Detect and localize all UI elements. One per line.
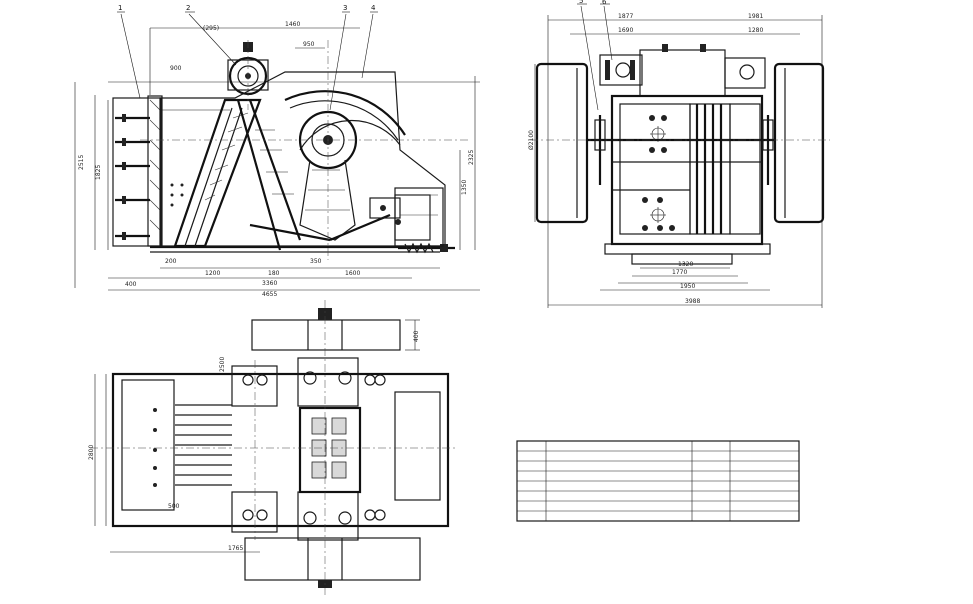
- end-view-vertical-ribs: [695, 104, 723, 234]
- left-flywheel-edge: [535, 62, 589, 224]
- callout-3: 3: [343, 4, 347, 12]
- dim-1460: 1460: [285, 21, 300, 28]
- dim-2500: 2500: [219, 357, 226, 372]
- end-elevation-view: 5 6 1877 1981 1690 1280 Ø2100 1320 1770 …: [528, 0, 830, 308]
- end-view-bolts: [642, 115, 675, 231]
- dim-4655: 4655: [262, 291, 277, 298]
- dim-3988: 3988: [685, 298, 700, 305]
- top-drive-housing: [599, 44, 766, 97]
- plan-flywheel-bottom: [244, 537, 421, 588]
- dim-500: 500: [168, 503, 180, 510]
- parts-list-table: [516, 440, 800, 522]
- dim-200: 200: [165, 258, 177, 265]
- callout-5: 5: [579, 0, 583, 5]
- dim-950: 950: [303, 41, 315, 48]
- plan-flywheel-top: [251, 308, 420, 351]
- dim-2325: 2325: [468, 150, 475, 165]
- dim-1770: 1770: [672, 269, 687, 276]
- dim-3360: 3360: [262, 280, 277, 287]
- dim-350: 350: [310, 258, 322, 265]
- dim-2800: 2800: [88, 445, 95, 460]
- dim-1690: 1690: [618, 27, 633, 34]
- callout-1: 1: [118, 4, 122, 12]
- dim-1200: 1200: [205, 270, 220, 277]
- plan-liner-plates: [175, 404, 232, 486]
- dim-1280: 1280: [748, 27, 763, 34]
- side-elevation-view: 1 2 3 4 (295) 1460 950 900 200 350 1200 …: [74, 4, 480, 298]
- dim-295: (295): [203, 25, 219, 32]
- dim-1877: 1877: [618, 13, 633, 20]
- dim-180: 180: [268, 270, 280, 277]
- dim-2100: Ø2100: [528, 130, 535, 150]
- dim-1350: 1350: [461, 180, 468, 195]
- plan-bearing-housings: [231, 357, 386, 541]
- dim-1981: 1981: [748, 13, 763, 20]
- plan-view: 400: [88, 300, 455, 595]
- callout-6: 6: [602, 0, 607, 6]
- dim-plan-400: 400: [413, 330, 420, 342]
- front-tie-bolts: [115, 114, 150, 240]
- dim-400: 400: [125, 281, 137, 288]
- dim-2515: 2515: [78, 155, 85, 170]
- dim-1765: 1765: [228, 545, 243, 552]
- callout-4: 4: [371, 4, 376, 12]
- dim-1825: 1825: [95, 165, 102, 180]
- dim-1600: 1600: [345, 270, 360, 277]
- dim-900: 900: [170, 65, 182, 72]
- dim-1320: 1320: [678, 261, 693, 268]
- toggle-and-tension-rod: [249, 194, 455, 254]
- swing-jaw: [173, 98, 262, 248]
- right-flywheel-edge: [773, 62, 825, 224]
- callout-2: 2: [186, 4, 190, 12]
- dim-1950: 1950: [680, 283, 695, 290]
